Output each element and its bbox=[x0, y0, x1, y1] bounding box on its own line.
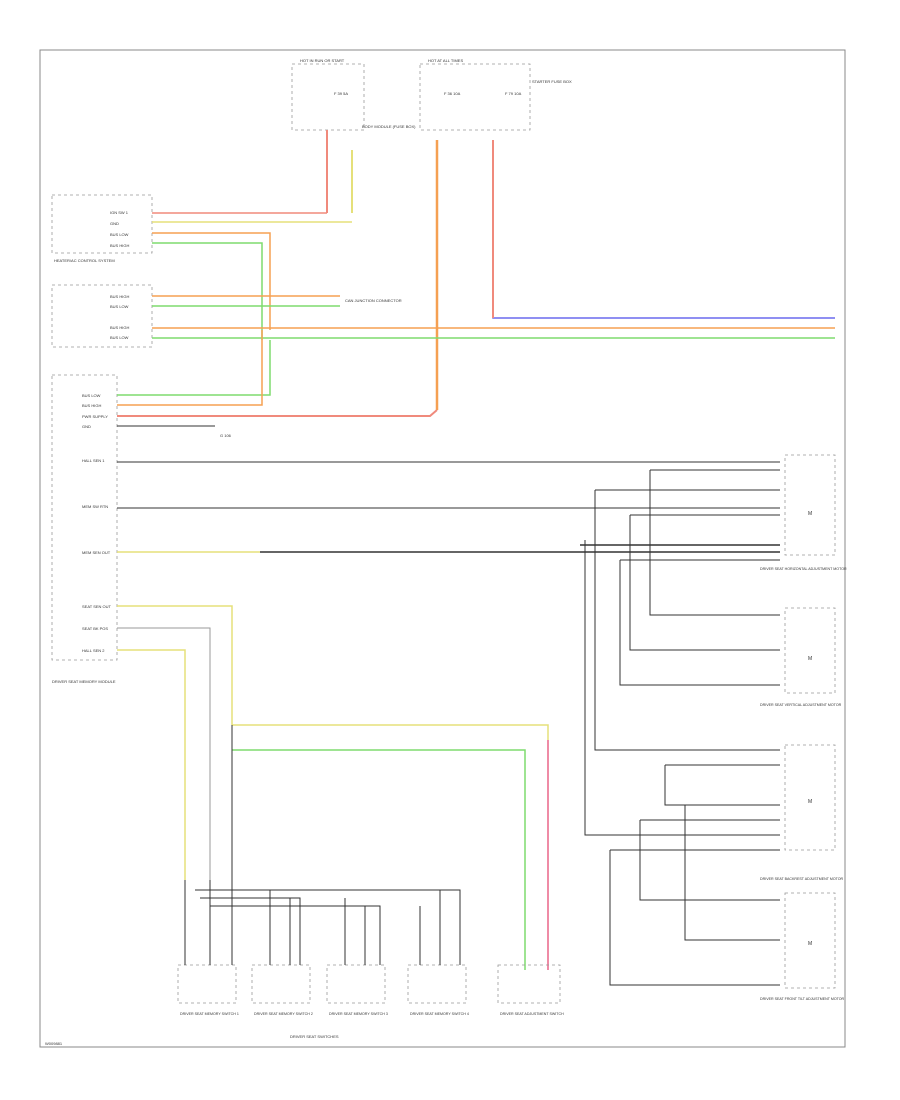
motor-3-label: DRIVER SEAT BACKREST ADJUSTMENT MOTOR bbox=[760, 877, 844, 881]
wire-hvac-orange bbox=[152, 232, 271, 330]
fuse-box-right-label: HOT AT ALL TIMES bbox=[428, 58, 463, 63]
bottom-group-label: DRIVER SEAT SWITCHES bbox=[290, 1034, 339, 1039]
hvac-pin-1: IGN SW 1 bbox=[110, 210, 129, 215]
motor-2-tag: M bbox=[808, 656, 812, 662]
seat-pin-8: SEAT SEN OUT bbox=[82, 604, 112, 609]
fuse-mid-label: F 36 10A bbox=[444, 91, 461, 96]
motor-3-tag: M bbox=[808, 799, 812, 805]
wire-yellow-down-2 bbox=[117, 649, 186, 880]
seat-pin-3: PWR SUPPLY bbox=[82, 414, 108, 419]
gateway-pin-3: BUS HIGH bbox=[110, 325, 129, 330]
wire-seat-red bbox=[117, 409, 438, 417]
hvac-pin-2: GND bbox=[110, 221, 119, 226]
motor-4-label: DRIVER SEAT FRONT TILT ADJUSTMENT MOTOR bbox=[760, 997, 845, 1001]
wire-seat-orange bbox=[117, 330, 263, 406]
seat-pin-10: HALL SEN 2 bbox=[82, 648, 105, 653]
motor-2-label: DRIVER SEAT VERTICAL ADJUSTMENT MOTOR bbox=[760, 703, 842, 707]
hvac-pin-4: BUS HIGH bbox=[110, 243, 129, 248]
seat-pin-2: BUS HIGH bbox=[82, 403, 101, 408]
wire-blue-right bbox=[492, 313, 835, 319]
switch-1-label: DRIVER SEAT MEMORY SWITCH 1 bbox=[180, 1012, 239, 1016]
fuse-box-right-outline bbox=[419, 63, 531, 131]
fuse-box-left-sublabel: BODY MODULE (FUSE BOX) bbox=[362, 124, 416, 129]
fuse-right-label: F 79 10A bbox=[505, 91, 522, 96]
gateway-module-outline bbox=[51, 284, 153, 348]
gateway-pin-4: BUS LOW bbox=[110, 335, 129, 340]
switch-3-box bbox=[326, 964, 386, 1004]
motor-4-box bbox=[784, 892, 836, 989]
switch-1-box bbox=[177, 964, 237, 1004]
seat-pin-6: MEM SW RTN bbox=[82, 504, 108, 509]
wire-seat-green bbox=[117, 340, 271, 396]
diagram-border bbox=[39, 49, 846, 1048]
seat-module-outline bbox=[51, 374, 118, 661]
gateway-pin-2: BUS LOW bbox=[110, 304, 129, 309]
switch-4-label: DRIVER SEAT MEMORY SWITCH 4 bbox=[410, 1012, 469, 1016]
seat-pin-1: BUS LOW bbox=[82, 393, 101, 398]
seat-pin-5: HALL SEN 1 bbox=[82, 458, 105, 463]
switch-3-label: DRIVER SEAT MEMORY SWITCH 3 bbox=[329, 1012, 388, 1016]
motor-2-box bbox=[784, 607, 836, 694]
wire-yellow-bus bbox=[232, 724, 549, 970]
fuse-left-label: F 39 5A bbox=[334, 91, 348, 96]
motor-4-tag: M bbox=[808, 941, 812, 947]
wire-gray-down-1 bbox=[117, 627, 211, 880]
wire-hvac-green bbox=[152, 242, 263, 340]
ground-label: G 106 bbox=[220, 433, 232, 438]
seat-module-label: DRIVER SEAT MEMORY MODULE bbox=[52, 679, 116, 684]
junction-label: CAN JUNCTION CONNECTOR bbox=[345, 298, 402, 303]
switch-2-label: DRIVER SEAT MEMORY SWITCH 2 bbox=[254, 1012, 313, 1016]
wire-yellow-down-1 bbox=[117, 605, 233, 725]
motor-1-tag: M bbox=[808, 511, 812, 517]
right-routing bbox=[584, 469, 780, 986]
motor-3-box bbox=[784, 744, 836, 851]
switch-4-box bbox=[407, 964, 467, 1004]
fuse-box-right-sublabel: STARTER FUSE BOX bbox=[532, 79, 572, 84]
footer-code: W009881 bbox=[45, 1041, 63, 1046]
switch-5-box bbox=[497, 964, 561, 1004]
gateway-pin-1: BUS HIGH bbox=[110, 294, 129, 299]
hvac-pin-3: BUS LOW bbox=[110, 232, 129, 237]
switch-2-box bbox=[251, 964, 311, 1004]
seat-pin-9: SEAT BK POS bbox=[82, 626, 108, 631]
fuse-box-left-label: HOT IN RUN OR START bbox=[300, 58, 345, 63]
seat-pin-4: GND bbox=[82, 424, 91, 429]
seat-pin-7: MEM SEN OUT bbox=[82, 550, 111, 555]
motor-1-label: DRIVER SEAT HORIZONTAL ADJUSTMENT MOTOR bbox=[760, 567, 847, 571]
wire-green-bus bbox=[232, 749, 526, 970]
hvac-module-label: HEATER/AC CONTROL SYSTEM bbox=[54, 258, 115, 263]
bottom-switch-group: DRIVER SEAT MEMORY SWITCH 1 DRIVER SEAT … bbox=[177, 880, 564, 1039]
motor-1-box bbox=[784, 454, 836, 556]
hvac-module-outline bbox=[51, 194, 153, 254]
switch-5-label: DRIVER SEAT ADJUSTMENT SWITCH bbox=[500, 1012, 564, 1016]
fuse-box-left-outline bbox=[291, 63, 365, 131]
